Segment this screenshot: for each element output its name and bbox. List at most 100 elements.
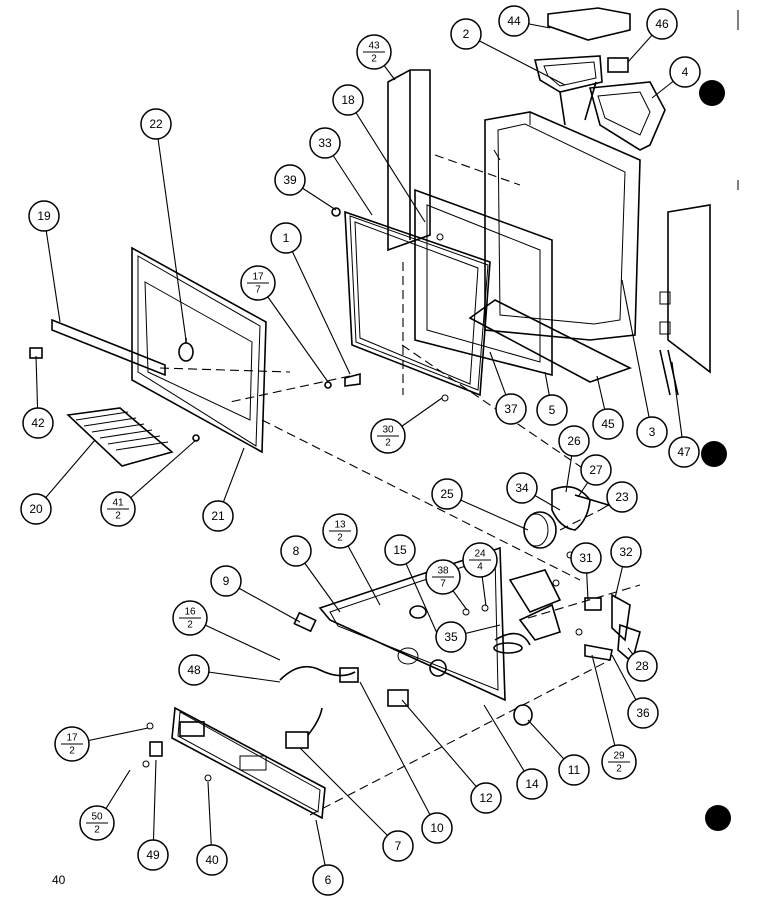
callout-circle bbox=[140, 108, 172, 140]
callout-number: 35 bbox=[444, 630, 458, 644]
callout-number: 11 bbox=[568, 763, 581, 777]
callout-number: 33 bbox=[318, 136, 332, 150]
callout-circle bbox=[636, 416, 668, 448]
lower-cover bbox=[142, 706, 326, 820]
callout-circle bbox=[270, 222, 302, 254]
callout-circle bbox=[210, 565, 242, 597]
callout-quantity: 2 bbox=[337, 533, 343, 544]
callout-6: 6 bbox=[312, 864, 344, 896]
callout-number: 50 bbox=[91, 812, 103, 823]
callout-circle bbox=[495, 393, 527, 425]
callout-5: 5 bbox=[536, 394, 568, 426]
callout-quantity: 2 bbox=[94, 825, 100, 836]
callout-quantity: 7 bbox=[440, 579, 446, 590]
callout-number: 15 bbox=[393, 543, 407, 557]
callout-number: 42 bbox=[31, 416, 45, 430]
leader-line-2 bbox=[465, 33, 566, 86]
callout-circle bbox=[431, 478, 463, 510]
callout-number: 25 bbox=[440, 487, 454, 501]
callout-number: 10 bbox=[430, 821, 444, 835]
callout-circle bbox=[580, 454, 612, 486]
callout-circle bbox=[280, 535, 312, 567]
callout-number: 37 bbox=[504, 402, 518, 416]
callout-circle bbox=[22, 407, 54, 439]
callout-number: 22 bbox=[149, 117, 163, 131]
callout-circle bbox=[646, 8, 678, 40]
callout-quantity: 7 bbox=[255, 285, 261, 296]
callout-17-qty-2: 172 bbox=[54, 726, 90, 762]
callout-circle bbox=[506, 472, 538, 504]
callout-number: 40 bbox=[205, 853, 219, 867]
callout-circle bbox=[570, 542, 602, 574]
callout-circle bbox=[137, 839, 169, 871]
callout-26: 26 bbox=[558, 425, 590, 457]
callout-39: 39 bbox=[274, 164, 306, 196]
callout-circle bbox=[450, 18, 482, 50]
callout-number: 12 bbox=[479, 791, 493, 805]
callout-number: 21 bbox=[211, 509, 225, 523]
leader-line-49 bbox=[152, 759, 157, 856]
callout-quantity: 2 bbox=[371, 54, 377, 65]
callout-number: 48 bbox=[187, 663, 201, 677]
callout-45: 45 bbox=[592, 408, 624, 440]
callout-35: 35 bbox=[435, 621, 467, 653]
callout-circle bbox=[202, 500, 234, 532]
callout-number: 29 bbox=[613, 751, 625, 762]
alignment-lines bbox=[159, 154, 641, 816]
callout-circle bbox=[435, 621, 467, 653]
callout-number: 46 bbox=[655, 17, 669, 31]
callout-14: 14 bbox=[516, 768, 548, 800]
callout-49: 49 bbox=[137, 839, 169, 871]
callout-quantity: 4 bbox=[477, 562, 483, 573]
callout-8: 8 bbox=[280, 535, 312, 567]
callout-number: 14 bbox=[525, 777, 539, 791]
callout-9: 9 bbox=[210, 565, 242, 597]
callout-32: 32 bbox=[610, 536, 642, 568]
callout-number: 26 bbox=[567, 434, 581, 448]
callout-circle bbox=[28, 200, 60, 232]
callout-17-qty-7: 177 bbox=[240, 265, 276, 301]
callout-circle bbox=[592, 408, 624, 440]
callout-circle bbox=[178, 654, 210, 686]
callout-number: 30 bbox=[382, 425, 394, 436]
callout-circle bbox=[626, 650, 658, 682]
callout-number: 20 bbox=[29, 502, 43, 516]
callout-number: 31 bbox=[579, 551, 593, 565]
callout-circle bbox=[668, 436, 700, 468]
callout-number: 45 bbox=[601, 417, 615, 431]
callout-22: 22 bbox=[140, 108, 172, 140]
callout-circle bbox=[536, 394, 568, 426]
callout-number: 32 bbox=[619, 545, 633, 559]
callout-37: 37 bbox=[495, 393, 527, 425]
callout-number: 3 bbox=[649, 425, 656, 439]
callout-circle bbox=[516, 768, 548, 800]
callout-41-qty-2: 412 bbox=[100, 491, 136, 527]
registration-marks bbox=[699, 10, 739, 831]
callout-quantity: 2 bbox=[69, 746, 75, 757]
callout-number: 28 bbox=[635, 659, 649, 673]
callout-number: 9 bbox=[223, 574, 230, 588]
callout-20: 20 bbox=[20, 493, 52, 525]
callout-circle bbox=[312, 864, 344, 896]
leader-line-29 bbox=[591, 654, 620, 763]
callout-46: 46 bbox=[646, 8, 678, 40]
callout-13-qty-2: 132 bbox=[322, 513, 358, 549]
callout-47: 47 bbox=[668, 436, 700, 468]
callout-12: 12 bbox=[470, 782, 502, 814]
callout-44: 44 bbox=[498, 5, 530, 37]
callout-number: 17 bbox=[66, 733, 78, 744]
leader-line-3 bbox=[621, 279, 653, 433]
callout-1: 1 bbox=[270, 222, 302, 254]
callout-number: 5 bbox=[549, 403, 556, 417]
callout-circle bbox=[196, 844, 228, 876]
callout-36: 36 bbox=[627, 697, 659, 729]
callout-2: 2 bbox=[450, 18, 482, 50]
callout-circle bbox=[274, 164, 306, 196]
callout-number: 38 bbox=[437, 566, 449, 577]
callout-24-qty-4: 244 bbox=[462, 542, 498, 578]
leader-line-19 bbox=[43, 215, 61, 323]
callout-quantity: 2 bbox=[187, 620, 193, 631]
callout-circle bbox=[384, 534, 416, 566]
callout-number: 44 bbox=[507, 14, 521, 28]
callout-number: 13 bbox=[334, 520, 346, 531]
